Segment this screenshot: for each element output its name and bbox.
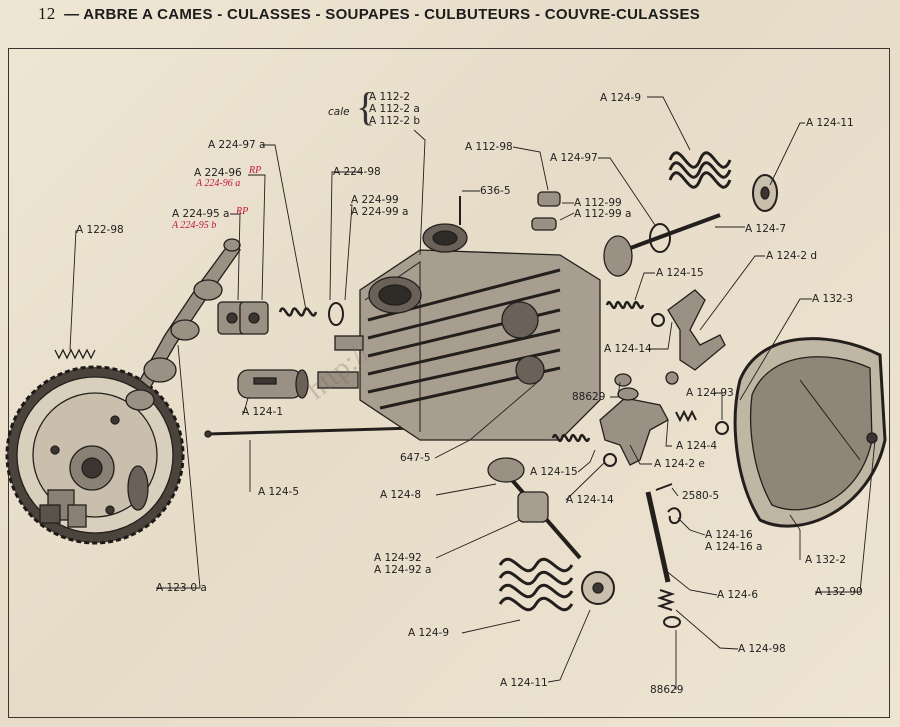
label-a132-2: A 132-2: [805, 554, 847, 566]
label-a124-7: A 124-7: [745, 223, 787, 235]
label-a224-99a: A 224-99 a: [351, 206, 409, 218]
guide-pieces: [531, 191, 561, 231]
spring-cup-top: [752, 174, 778, 212]
label-a224-95a: A 224-95 a: [172, 208, 230, 220]
page-title: — ARBRE A CAMES - CULASSES - SOUPAPES - …: [64, 6, 701, 23]
page-number: 12: [38, 4, 56, 23]
label-647-5: 647-5: [400, 452, 431, 464]
rocker-screw: [675, 409, 729, 435]
label-a224-96: A 224-96: [194, 167, 242, 179]
valve-spring-bottom: [498, 557, 574, 612]
spring-rocker-upper: [605, 300, 665, 327]
label-a124-14-bottom: A 124-14: [566, 494, 614, 506]
label-a124-16: A 124-16: [705, 529, 753, 541]
diagram-frame: [8, 48, 890, 718]
spring-cup-bottom: [581, 571, 615, 605]
label-a124-11-top: A 124-11: [806, 117, 854, 129]
label-a112-99: A 112-99: [574, 197, 622, 209]
label-a124-2d: A 124-2 d: [766, 250, 818, 262]
label-a112-99a: A 112-99 a: [574, 208, 632, 220]
label-a124-15-top: A 124-15: [656, 267, 704, 279]
label-a132-3: A 132-3: [812, 293, 854, 305]
intake-valve: [487, 457, 582, 560]
small-clip: [655, 483, 682, 524]
pushrod-guide: [645, 491, 681, 628]
label-a124-92a: A 124-92 a: [374, 564, 432, 576]
tappet-tube: [237, 369, 309, 399]
valve-spring-top: [668, 151, 732, 189]
cam-gear: [5, 365, 185, 545]
spring-rocker-lower: [551, 433, 617, 467]
tappet-spring: [278, 307, 318, 317]
label-a224-97a: A 224-97 a: [208, 139, 266, 151]
camshaft: [125, 238, 241, 411]
valve-cover: [733, 337, 887, 528]
label-a224-98: A 224-98: [333, 166, 381, 178]
label-a124-6: A 124-6: [717, 589, 759, 601]
label-a112-2a: A 112-2 a: [369, 103, 420, 115]
exhaust-valve: [603, 213, 721, 277]
label-a224-99: A 224-99: [351, 194, 399, 206]
label-88629-bottom: 88629: [650, 684, 684, 696]
label-2580-5: 2580-5: [682, 490, 720, 502]
page-header: 12 — ARBRE A CAMES - CULASSES - SOUPAPES…: [38, 4, 700, 24]
label-a224-95b-handwritten: A 224-95 b: [172, 220, 217, 231]
leader-lines: [69, 96, 876, 690]
label-a124-16a: A 124-16 a: [705, 541, 763, 553]
label-a124-11-bottom: A 124-11: [500, 677, 548, 689]
label-a124-97: A 124-97: [550, 152, 598, 164]
label-cale: cale: [328, 106, 350, 118]
label-a112-98: A 112-98: [465, 141, 513, 153]
washer: [328, 302, 344, 326]
brace: {: [356, 84, 376, 129]
label-a224-96a-handwritten: A 224-96 a: [196, 178, 241, 189]
label-rp-2: RP: [236, 206, 249, 217]
label-a122-98: A 122-98: [76, 224, 124, 236]
label-a124-92: A 124-92: [374, 552, 422, 564]
label-636-5: 636-5: [480, 185, 511, 197]
cam-spring: [54, 348, 96, 360]
cam-nut: [39, 489, 87, 528]
cylinder-head: [317, 196, 601, 441]
label-a124-8: A 124-8: [380, 489, 422, 501]
label-a112-2b: A 112-2 b: [369, 115, 421, 127]
rocker-arm-upper: [665, 289, 726, 385]
label-a124-4: A 124-4: [676, 440, 718, 452]
label-a123-0a: A 123-0 a: [156, 582, 207, 594]
label-rp-1: RP: [249, 165, 262, 176]
cam-bushing: [217, 301, 269, 335]
label-a124-9-top: A 124-9: [600, 92, 642, 104]
label-a124-1: A 124-1: [242, 406, 284, 418]
label-a124-9-bottom: A 124-9: [408, 627, 450, 639]
label-a124-14-top: A 124-14: [604, 343, 652, 355]
label-88629-mid: 88629: [572, 391, 606, 403]
rocker-arm-lower: [599, 373, 669, 466]
push-rod: [204, 424, 419, 438]
label-a124-98: A 124-98: [738, 643, 786, 655]
label-a124-5: A 124-5: [258, 486, 300, 498]
label-a124-93: A 124-93: [686, 387, 734, 399]
label-a124-2e: A 124-2 e: [654, 458, 705, 470]
label-a124-15-bottom: A 124-15: [530, 466, 578, 478]
label-a112-2: A 112-2: [369, 91, 411, 103]
label-a132-90: A 132-90: [815, 586, 863, 598]
